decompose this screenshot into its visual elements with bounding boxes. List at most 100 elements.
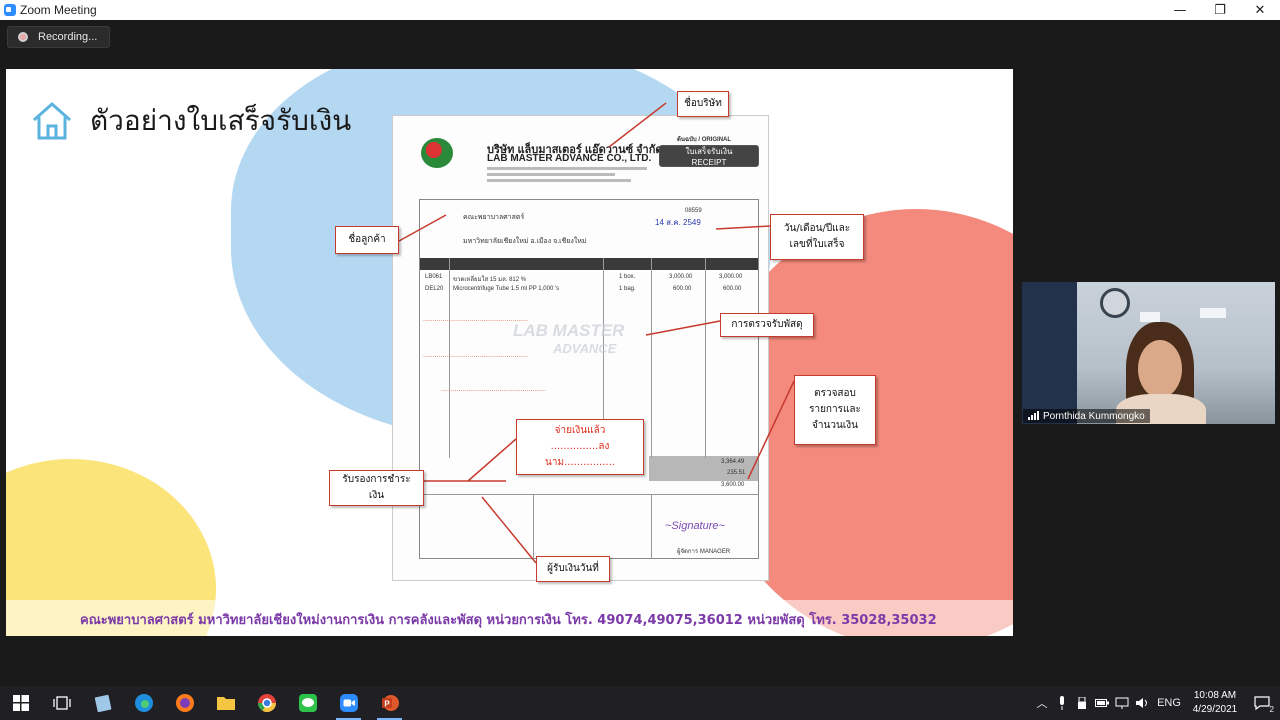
callout-verify-line2: รายการและ bbox=[809, 404, 861, 415]
tray-overflow-chevron-icon[interactable]: ︿ bbox=[1036, 698, 1048, 710]
restore-button[interactable]: ❐ bbox=[1214, 2, 1226, 18]
taskbar-app-chrome[interactable] bbox=[246, 686, 287, 720]
callout-paid-line1: จ่ายเงินแล้ว bbox=[554, 425, 606, 436]
network-icon[interactable] bbox=[1112, 686, 1132, 720]
edge-icon bbox=[134, 694, 153, 712]
task-view-icon bbox=[52, 696, 71, 710]
receipt-col-divider bbox=[705, 258, 706, 458]
video-ceiling-light bbox=[1140, 312, 1160, 322]
receipt-note: ........................................… bbox=[423, 352, 529, 359]
shared-screen-slide: ตัวอย่างใบเสร็จรับเงิน บริษัท แล็บมาสเตอ… bbox=[6, 69, 1013, 636]
taskbar-app-line[interactable] bbox=[287, 686, 328, 720]
slide-title: ตัวอย่างใบเสร็จรับเงิน bbox=[90, 104, 352, 137]
notification-count: 2 bbox=[1269, 705, 1274, 714]
slide-footer-bar bbox=[6, 600, 1013, 636]
receipt-col-divider bbox=[449, 258, 450, 458]
signature-line: ........................................… bbox=[441, 386, 547, 393]
system-tray: ︿ ENG 10:08 AM 4/29/2021 2 bbox=[1032, 686, 1280, 720]
zoom-app-icon bbox=[4, 4, 16, 16]
receipt-type-en: RECEIPT bbox=[691, 158, 727, 167]
signal-strength-icon bbox=[1028, 411, 1039, 420]
item1-code: LB061 bbox=[425, 274, 443, 280]
callout-certify-line2: เงิน bbox=[368, 490, 385, 501]
callout-paid-line2: ...............ลงนาม................ bbox=[545, 441, 615, 468]
participant-face bbox=[1138, 340, 1182, 398]
clock-time: 10:08 AM bbox=[1193, 690, 1237, 701]
watermark-line2: ADVANCE bbox=[553, 341, 617, 356]
receipt-customer-address: มหาวิทยาลัยเชียงใหม่ อ.เมือง จ.เชียงใหม่ bbox=[463, 238, 587, 245]
callout-receiver-date: ผู้รับเงินวันที่ bbox=[536, 556, 610, 582]
taskbar-app-notepad[interactable] bbox=[82, 686, 123, 720]
system-clock[interactable]: 10:08 AM 4/29/2021 bbox=[1186, 689, 1244, 717]
item2-code: DEL20 bbox=[425, 286, 444, 292]
receipt-type-th: ใบเสร็จรับเงิน bbox=[685, 147, 733, 156]
video-fan bbox=[1100, 288, 1130, 318]
receipt-watermark: LAB MASTER ADVANCE bbox=[513, 321, 693, 391]
receipt-customer: คณะพยาบาลศาสตร์ bbox=[463, 214, 525, 221]
callout-inspect-supplies: การตรวจรับพัสดุ bbox=[720, 313, 814, 337]
callout-date-number-line1: วัน/เดือน/ปีและ bbox=[783, 223, 851, 234]
callout-date-number-line2: เลขที่ใบเสร็จ bbox=[789, 239, 845, 250]
microphone-icon[interactable] bbox=[1052, 686, 1072, 720]
volume-icon[interactable] bbox=[1132, 686, 1152, 720]
taskbar-app-zoom[interactable] bbox=[328, 686, 369, 720]
taskbar-app-file-explorer[interactable] bbox=[205, 686, 246, 720]
callout-customer-name: ชื่อลูกค้า bbox=[335, 226, 399, 254]
receipt-col-divider bbox=[651, 494, 652, 559]
item2-qty: 1 bag. bbox=[619, 286, 636, 292]
zoom-icon bbox=[339, 694, 358, 712]
receipt-original-label: ต้นฉบับ / ORIGINAL bbox=[677, 137, 732, 143]
start-button[interactable] bbox=[0, 686, 41, 720]
svg-text:P: P bbox=[384, 700, 390, 709]
battery-icon[interactable] bbox=[1092, 686, 1112, 720]
recording-dot-icon bbox=[18, 32, 28, 42]
watermark-line1: LAB MASTER bbox=[513, 321, 625, 340]
item2-price: 600.00 bbox=[673, 286, 692, 292]
receipt-type-box: ใบเสร็จรับเงิน RECEIPT bbox=[659, 145, 759, 167]
receipt-subtotal: 3,364.49 bbox=[721, 459, 745, 465]
task-view-button[interactable] bbox=[41, 686, 82, 720]
item1-qty: 1 box. bbox=[619, 274, 636, 280]
language-indicator[interactable]: ENG bbox=[1157, 697, 1181, 709]
callout-paid: จ่ายเงินแล้ว ...............ลงนาม.......… bbox=[516, 419, 644, 475]
item1-price: 3,000.00 bbox=[669, 274, 693, 280]
receipt-address bbox=[487, 166, 647, 184]
windows-logo-icon bbox=[12, 695, 29, 711]
taskbar-app-edge[interactable] bbox=[123, 686, 164, 720]
participant-video-tile[interactable]: Pornthida Kummongko bbox=[1022, 282, 1275, 424]
item1-desc: ขวดเหลี่ยมใส 15 มล. 812 % bbox=[453, 277, 527, 283]
taskbar-app-powerpoint[interactable]: P bbox=[369, 686, 410, 720]
callout-verify-line1: ตรวจสอบ bbox=[814, 388, 856, 399]
callout-company-name: ชื่อบริษัท bbox=[677, 91, 729, 117]
folder-icon bbox=[216, 697, 235, 710]
item2-desc: Microcentrifuge Tube 1.5 ml PP 1,000 's bbox=[453, 286, 560, 292]
minimize-button[interactable]: — bbox=[1173, 2, 1187, 18]
receipt-image: บริษัท แล็บมาสเตอร์ แอ๊ดวานซ์ จำกัด LAB … bbox=[392, 115, 769, 581]
windows-taskbar: P ︿ ENG 10:08 AM 4/29/2021 2 bbox=[0, 686, 1280, 720]
total-shade bbox=[649, 456, 759, 481]
inspect-note: ........................................… bbox=[423, 316, 529, 323]
receipt-vat: 235.51 bbox=[727, 470, 746, 476]
company-logo bbox=[421, 138, 453, 168]
callout-certify-line1: รับรองการชำระ bbox=[342, 474, 411, 485]
chrome-icon bbox=[257, 694, 276, 713]
item2-amount: 600.00 bbox=[723, 286, 742, 292]
receipt-col-divider bbox=[533, 494, 534, 559]
video-ceiling-light bbox=[1200, 308, 1226, 318]
home-icon bbox=[33, 102, 71, 140]
usb-icon[interactable] bbox=[1072, 686, 1092, 720]
notification-center-icon[interactable]: 2 bbox=[1244, 686, 1280, 720]
window-title: Zoom Meeting bbox=[20, 3, 97, 17]
participant-name-label: Pornthida Kummongko bbox=[1023, 409, 1150, 423]
receipt-manager: ผู้จัดการ MANAGER bbox=[677, 549, 731, 555]
callout-date-number: วัน/เดือน/ปีและ เลขที่ใบเสร็จ bbox=[770, 214, 864, 260]
window-title-bar: Zoom Meeting — ❐ ✕ bbox=[0, 0, 1280, 20]
recording-indicator[interactable]: Recording... bbox=[7, 26, 110, 48]
receipt-table-header bbox=[420, 258, 758, 270]
close-button[interactable]: ✕ bbox=[1254, 2, 1266, 18]
receipt-col-divider bbox=[651, 258, 652, 458]
manager-signature: ~Signature~ bbox=[665, 520, 725, 532]
video-curtain bbox=[1022, 282, 1077, 424]
taskbar-app-firefox[interactable] bbox=[164, 686, 205, 720]
receipt-company-en: LAB MASTER ADVANCE CO., LTD. bbox=[487, 153, 652, 164]
